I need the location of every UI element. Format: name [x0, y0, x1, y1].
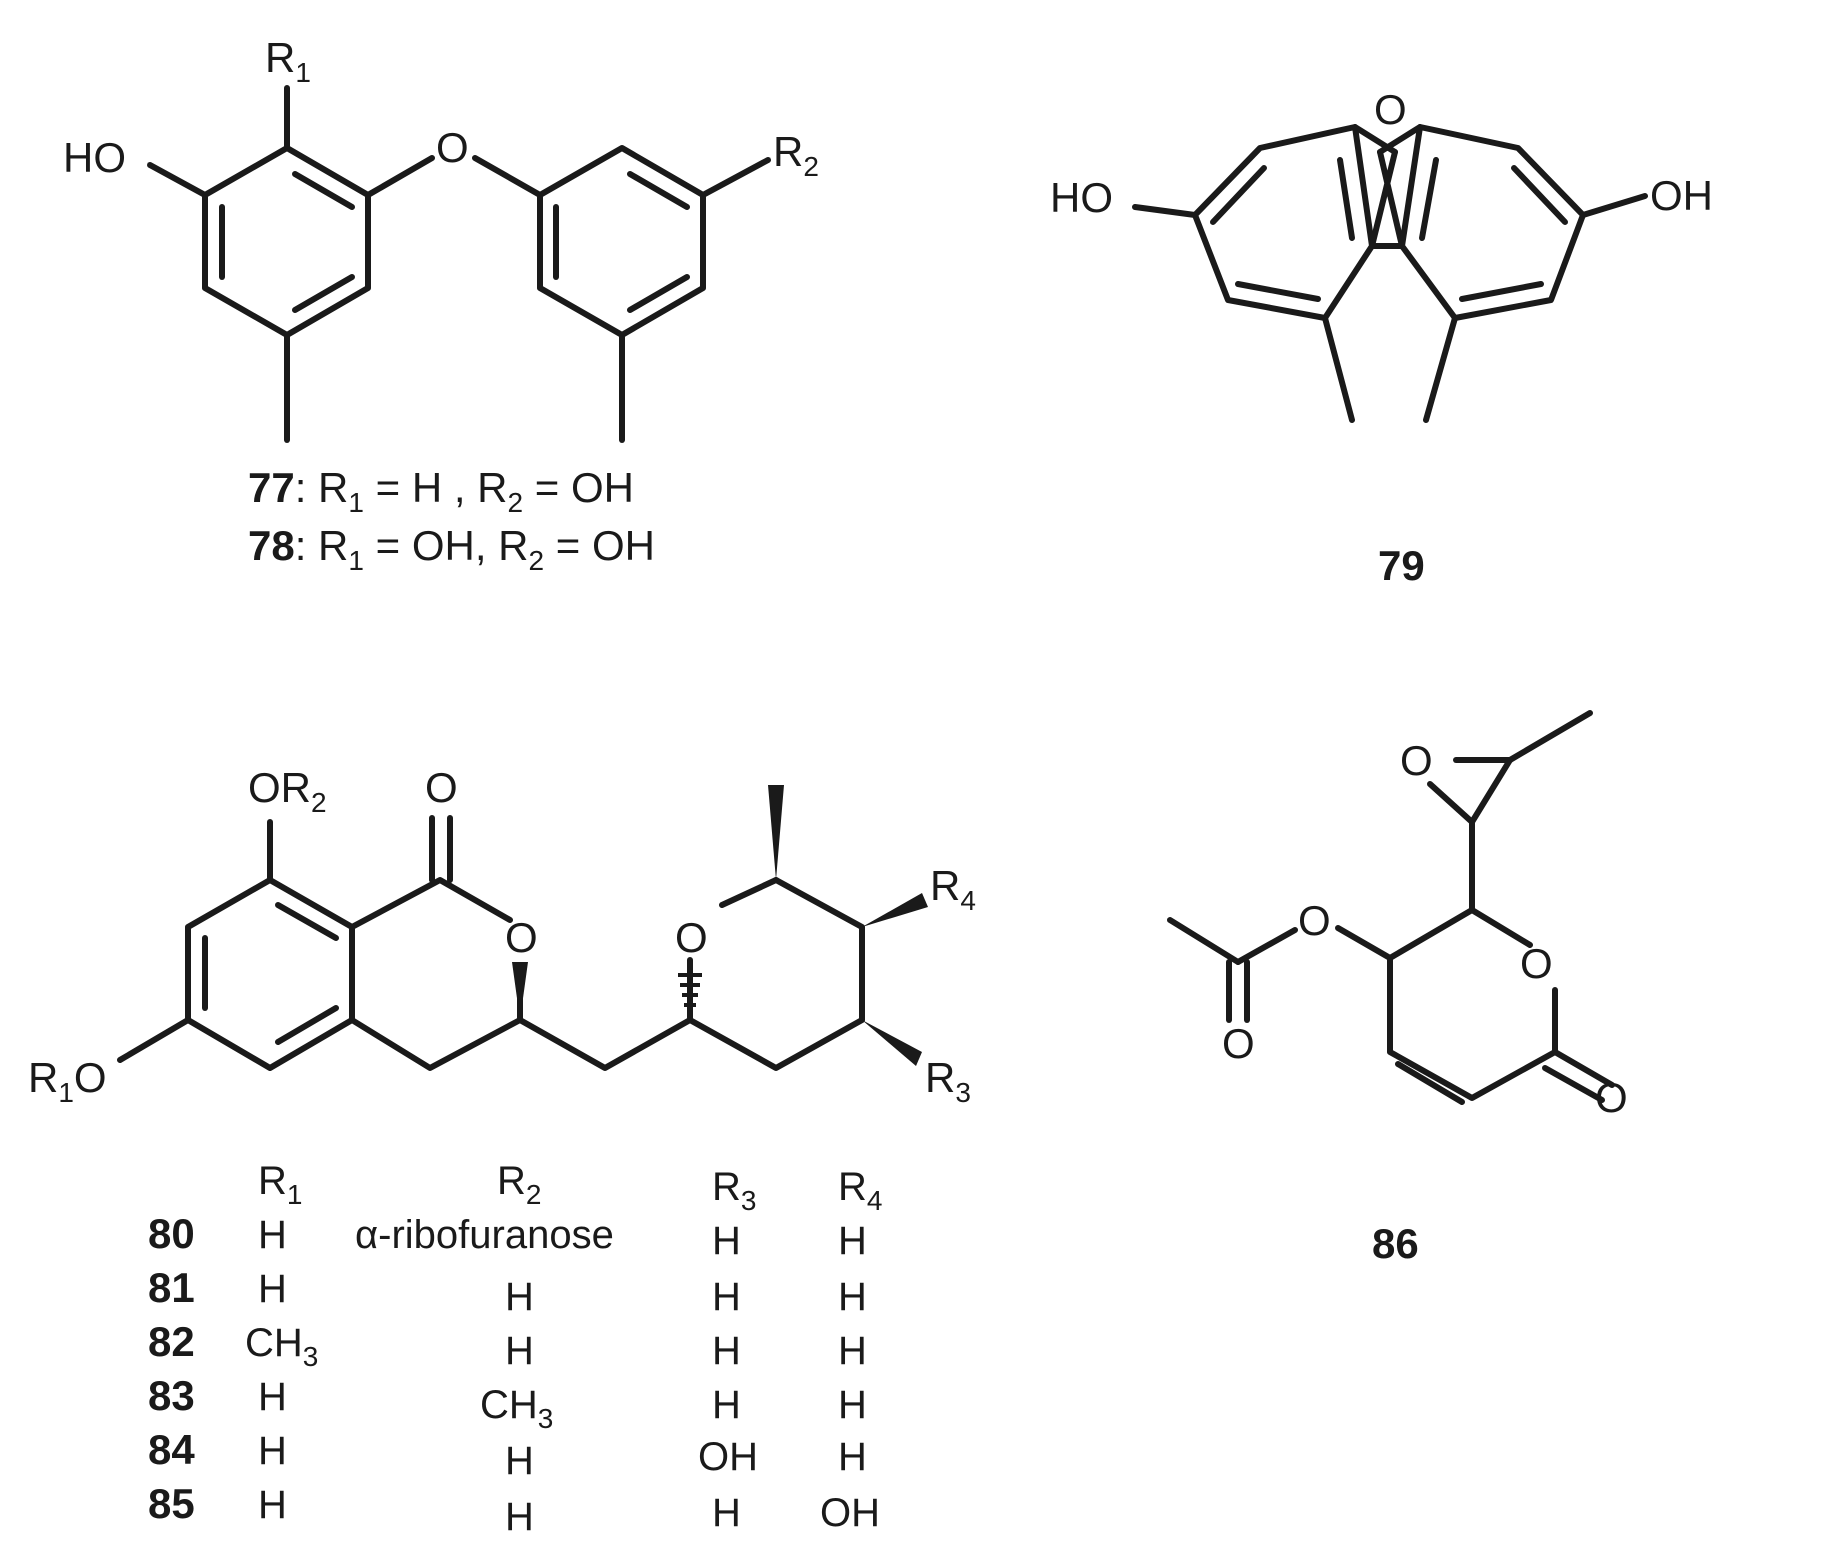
- furan-o-label: O: [1374, 86, 1407, 133]
- table-row-id: 84: [148, 1426, 195, 1473]
- caption-78: 78: R1 = OH, R2 = OH: [248, 522, 655, 576]
- or2-label: OR2: [248, 764, 327, 818]
- table-cell-r1: H: [258, 1267, 287, 1311]
- r4-label: R4: [930, 862, 976, 916]
- ether-o-label: O: [436, 124, 469, 171]
- ester-o-label: O: [1298, 897, 1331, 944]
- r1o-label: R1O: [28, 1054, 107, 1108]
- lactone-carbonyl-o-label: O: [1595, 1074, 1628, 1121]
- table-header-r1: R1: [258, 1159, 302, 1210]
- table-header-r4: R4: [838, 1165, 882, 1216]
- table-row-id: 80: [148, 1210, 195, 1257]
- table-cell-r2: H: [505, 1439, 534, 1483]
- table-cell-r4: H: [838, 1435, 867, 1479]
- caption-77: 77: R1 = H , R2 = OH: [248, 464, 634, 518]
- table-cell-r4: H: [838, 1219, 867, 1263]
- structure-79: O HO OH 79: [1050, 86, 1713, 589]
- table-cell-r4: OH: [820, 1491, 880, 1535]
- table-cell-r3: H: [712, 1219, 741, 1263]
- table-cell-r1: H: [258, 1375, 287, 1419]
- table-cell-r3: OH: [698, 1435, 758, 1479]
- table-row-id: 83: [148, 1372, 195, 1419]
- carbonyl-o-label: O: [425, 764, 458, 811]
- table-row-id: 82: [148, 1318, 195, 1365]
- table-cell-r3: H: [712, 1329, 741, 1373]
- table-cell-r2: H: [505, 1275, 534, 1319]
- label-86: 86: [1372, 1220, 1419, 1267]
- ho-label: HO: [63, 134, 126, 181]
- ring-o-label: O: [1520, 940, 1553, 987]
- table-cell-r2: CH3: [480, 1383, 553, 1434]
- table-cell-r4: H: [838, 1383, 867, 1427]
- acyl-o-label: O: [1222, 1020, 1255, 1067]
- table-cell-r4: H: [838, 1329, 867, 1373]
- epoxide-o-label: O: [1400, 737, 1433, 784]
- structure-80-85: OR2 O O O R1O R4 R3 R1 R2 R3 R4 80 H α-r…: [28, 764, 976, 1539]
- structure-77-78: R1 HO O R2 77: R1 = H , R2 = OH 78: R1 =…: [63, 34, 819, 576]
- table-cell-r1: H: [258, 1429, 287, 1473]
- table-cell-r2: H: [505, 1329, 534, 1373]
- pyran-o-label: O: [675, 914, 708, 961]
- oh-right-label: OH: [1650, 172, 1713, 219]
- table-cell-r3: H: [712, 1275, 741, 1319]
- hashed-wedge: [678, 973, 702, 1007]
- table-cell-r1: H: [258, 1483, 287, 1527]
- table-cell-r3: H: [712, 1383, 741, 1427]
- table-cell-r2: H: [505, 1495, 534, 1539]
- table-cell-r4: H: [838, 1275, 867, 1319]
- table-row-id: 85: [148, 1480, 195, 1527]
- ho-left-label: HO: [1050, 174, 1113, 221]
- r1-label: R1: [265, 34, 311, 88]
- table-cell-r2: α-ribofuranose: [355, 1213, 614, 1257]
- r3-label: R3: [925, 1054, 971, 1108]
- table-cell-r1: H: [258, 1213, 287, 1257]
- table-cell-r1: CH3: [245, 1321, 318, 1372]
- substituent-table: R1 R2 R3 R4 80 H α-ribofuranose H H 81 H…: [148, 1159, 882, 1539]
- table-cell-r3: H: [712, 1491, 741, 1535]
- structure-86: O O O O O 86: [1167, 710, 1628, 1267]
- table-header-r3: R3: [712, 1165, 756, 1216]
- table-row-id: 81: [148, 1264, 195, 1311]
- table-header-r2: R2: [497, 1159, 541, 1210]
- label-79: 79: [1378, 542, 1425, 589]
- lactone-o-label: O: [505, 914, 538, 961]
- r2-label: R2: [773, 128, 819, 182]
